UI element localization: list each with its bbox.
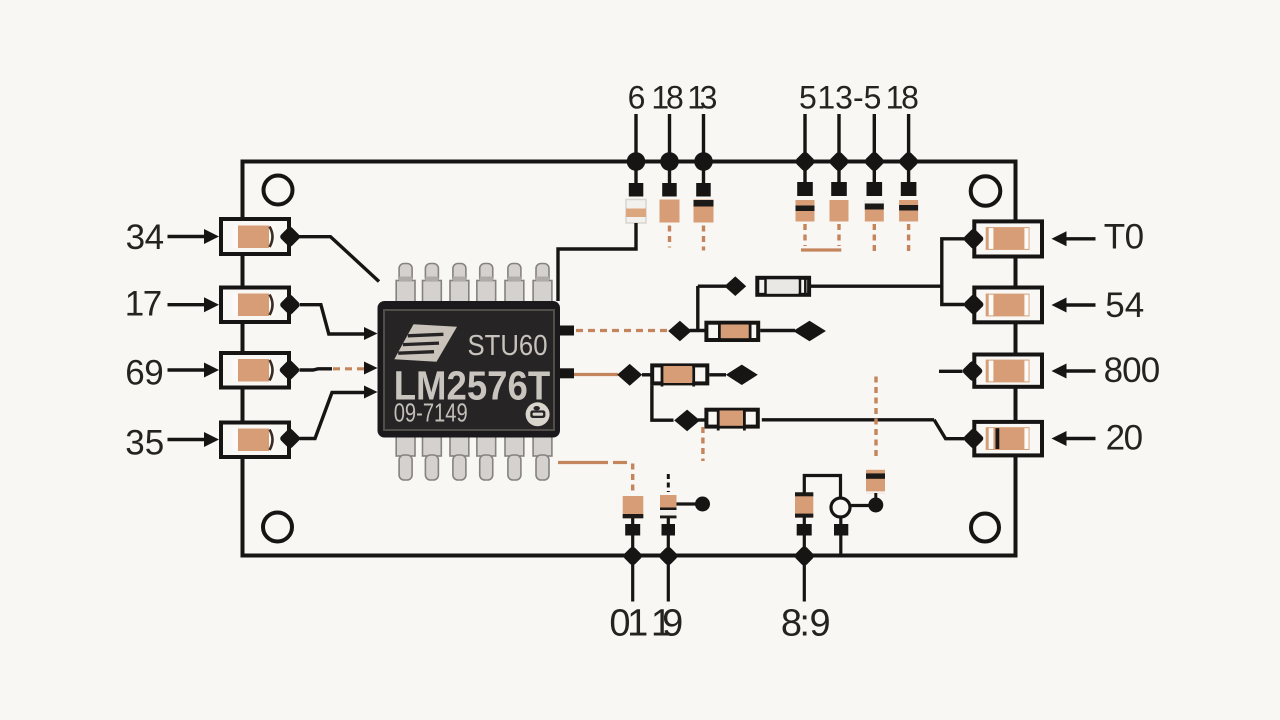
svg-text:LM2576T: LM2576T [394,363,551,409]
svg-text:1: 1 [651,603,672,645]
svg-text:09-7149: 09-7149 [394,400,468,428]
svg-text:0: 0 [609,603,630,645]
svg-text::: : [799,603,810,645]
svg-text:5: 5 [145,424,164,463]
svg-text:9: 9 [810,603,831,645]
svg-text:4: 4 [145,218,164,257]
svg-text:7: 7 [143,285,162,324]
svg-text:STU60: STU60 [468,330,548,362]
svg-text:6: 6 [125,354,144,393]
svg-text:1: 1 [125,285,144,324]
svg-text:T: T [1104,218,1125,257]
svg-text:0: 0 [1122,351,1141,390]
svg-text:3: 3 [125,424,144,463]
svg-text:1: 1 [687,80,705,116]
svg-text:4: 4 [1125,286,1144,325]
svg-text:1: 1 [886,80,904,116]
svg-text:5: 5 [799,80,817,116]
svg-text:9: 9 [144,354,163,393]
svg-text:6: 6 [628,80,646,116]
svg-text:8: 8 [1104,351,1123,390]
svg-text:3: 3 [700,80,718,116]
svg-text:8: 8 [781,603,802,645]
svg-text:9: 9 [662,603,683,645]
svg-text:8: 8 [901,80,919,116]
svg-text:1: 1 [651,80,669,116]
svg-text:2: 2 [1106,419,1125,458]
svg-text:0: 0 [1124,419,1143,458]
svg-text:1: 1 [627,603,648,645]
svg-text:5: 5 [1105,286,1124,325]
svg-text:0: 0 [1141,351,1160,390]
svg-text:0: 0 [1125,218,1144,257]
svg-text:3: 3 [126,218,145,257]
svg-text:8: 8 [666,80,684,116]
svg-text:13-5: 13-5 [817,80,881,116]
